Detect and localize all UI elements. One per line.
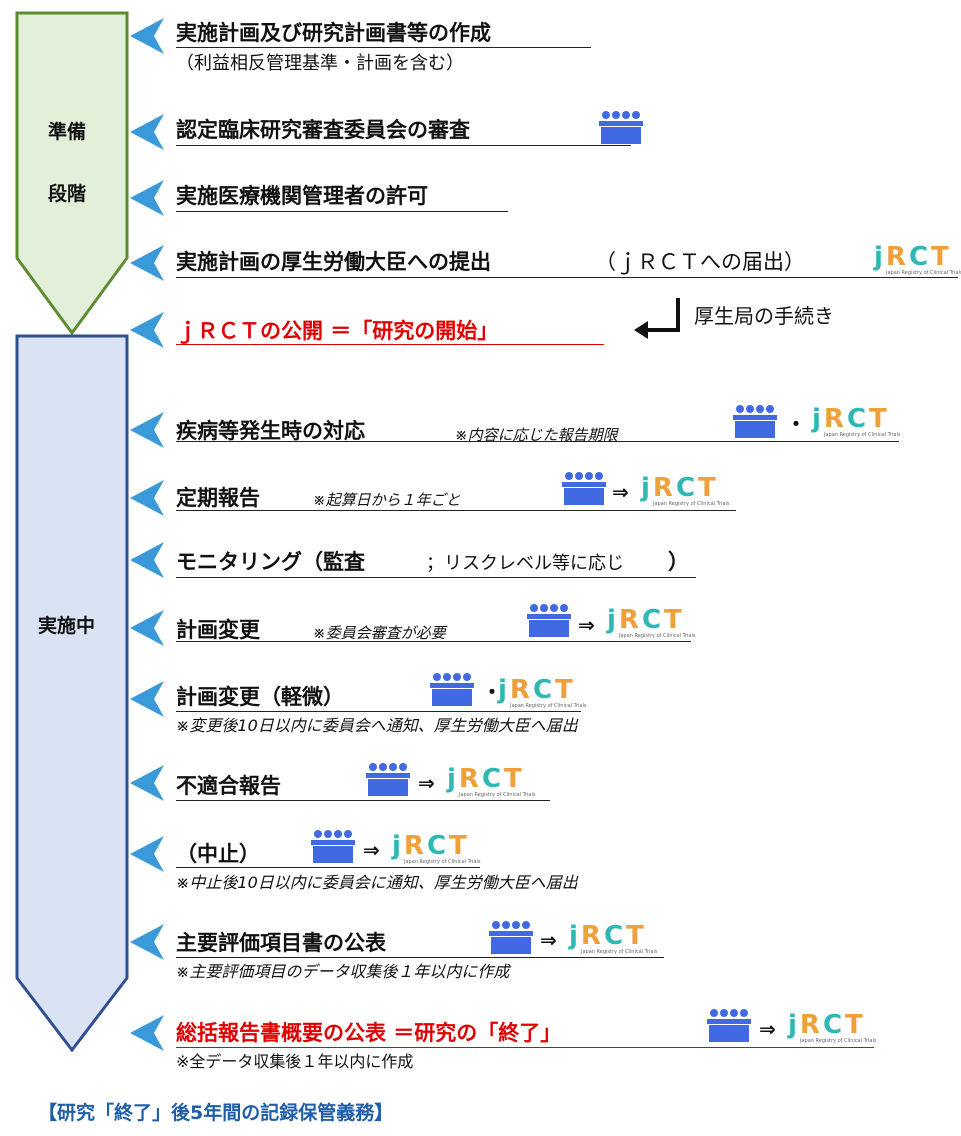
committee-icon (707, 1009, 751, 1042)
return-arrow-icon (634, 298, 680, 339)
jrct-logo-icon: jRCT Japan Registry of Clinical Trials (569, 921, 658, 955)
step-marker-icon (130, 610, 164, 646)
step-title-suffix: ；リスクレベル等に応じ (426, 553, 624, 574)
jrct-logo-icon: jRCT Japan Registry of Clinical Trials (498, 675, 587, 709)
step-title-study-start: ｊＲＣＴの公開 ＝「研究の開始」 (176, 319, 499, 343)
step-subtext: ※中止後10日以内に委員会に通知、厚生労働大臣へ届出 (176, 873, 578, 892)
step-note: ※起算日から１年ごと (313, 491, 461, 509)
connector-symbol: ⇒ (540, 928, 557, 952)
step-marker-icon (130, 180, 164, 216)
step-title: 実施計画の厚生労働大臣への提出 (176, 250, 491, 274)
preparation-phase-arrow (15, 11, 129, 336)
step-marker-icon (130, 18, 164, 54)
step-subtext: （利益相反管理基準・計画を含む） (176, 53, 464, 74)
step-underline (176, 641, 691, 642)
step-underline (176, 510, 736, 511)
committee-icon (527, 604, 571, 637)
implementation-phase-arrow (15, 334, 129, 1053)
jrct-logo-icon: jRCT Japan Registry of Clinical Trials (607, 605, 696, 639)
step-title-end: ） (668, 550, 689, 574)
step-subtext: ※主要評価項目のデータ収集後１年以内に作成 (176, 962, 510, 981)
step-title: 実施計画及び研究計画書等の作成 (176, 21, 491, 45)
step-marker-icon (130, 1015, 164, 1051)
step-marker-icon (130, 312, 164, 348)
jrct-logo-icon: jRCT Japan Registry of Clinical Trials (392, 831, 481, 865)
step-underline (176, 277, 958, 278)
committee-icon (311, 830, 355, 863)
jrct-logo-icon: jRCT Japan Registry of Clinical Trials (788, 1010, 877, 1044)
connector-symbol: ⇒ (578, 613, 595, 637)
step-subtext: ※変更後10日以内に委員会へ通知、厚生労働大臣へ届出 (176, 716, 578, 735)
kouseikyoku-procedure-label: 厚生局の手続き (694, 304, 834, 328)
impl-phase-label: 実施中 (38, 615, 96, 637)
step-note: ※内容に応じた報告期限 (455, 426, 618, 444)
step-underline (176, 800, 550, 801)
step-underline (176, 577, 696, 578)
step-underline (176, 441, 899, 442)
step-title: 計画変更 (176, 618, 260, 642)
committee-icon (562, 472, 606, 505)
step-title: 主要評価項目書の公表 (176, 931, 386, 955)
step-title-study-end: 総括報告書概要の公表 ＝研究の「終了」 (176, 1021, 562, 1045)
step-title: 定期報告 (176, 486, 260, 510)
record-retention-footer: 【研究「終了」後5年間の記録保管義務】 (38, 1102, 394, 1124)
connector-symbol: ⇒ (418, 771, 435, 795)
step-title: 計画変更（軽微） (176, 685, 344, 709)
committee-icon (599, 111, 643, 144)
jrct-logo-icon: jRCT Japan Registry of Clinical Trials (812, 404, 901, 438)
step-underline (176, 145, 631, 146)
step-marker-icon (130, 681, 164, 717)
step-subtext: ※全データ収集後１年以内に作成 (176, 1052, 414, 1071)
connector-symbol: ・ (482, 680, 502, 704)
step-underline (176, 47, 591, 48)
step-title: 実施医療機関管理者の許可 (176, 184, 428, 208)
step-title: 疾病等発生時の対応 (176, 419, 365, 443)
step-marker-icon (130, 412, 164, 448)
step-underline (176, 1047, 874, 1048)
committee-icon (489, 921, 533, 954)
step-marker-icon (130, 836, 164, 872)
connector-symbol: ⇒ (363, 838, 380, 862)
step-note: ※委員会審査が必要 (313, 624, 446, 642)
step-title: 不適合報告 (176, 774, 281, 798)
step-marker-icon (130, 542, 164, 578)
prep-phase-label-2: 段階 (48, 183, 87, 205)
step-underline (176, 957, 664, 958)
step-title: モニタリング（監査 (176, 550, 365, 574)
committee-icon (366, 763, 410, 796)
jrct-logo-icon: jRCT Japan Registry of Clinical Trials (874, 242, 961, 276)
committee-icon (733, 405, 777, 438)
step-underline (176, 711, 581, 712)
step-marker-icon (130, 765, 164, 801)
step-title-suffix: （ｊＲＣＴへの届出） (595, 250, 805, 274)
jrct-logo-icon: jRCT Japan Registry of Clinical Trials (641, 473, 730, 507)
connector-symbol: ⇒ (759, 1017, 776, 1041)
step-marker-icon (130, 114, 164, 150)
committee-icon (430, 673, 474, 706)
step-marker-icon (130, 480, 164, 516)
step-marker-icon (130, 924, 164, 960)
step-marker-icon (130, 245, 164, 281)
step-underline (176, 867, 480, 868)
prep-phase-label-1: 準備 (48, 121, 87, 143)
connector-symbol: ⇒ (612, 480, 629, 504)
step-title: 認定臨床研究審査委員会の審査 (176, 118, 470, 142)
step-underline (176, 344, 604, 345)
jrct-logo-icon: jRCT Japan Registry of Clinical Trials (447, 764, 536, 798)
step-title: （中止） (176, 842, 260, 866)
connector-symbol: ・ (786, 412, 806, 436)
step-underline (176, 211, 508, 212)
